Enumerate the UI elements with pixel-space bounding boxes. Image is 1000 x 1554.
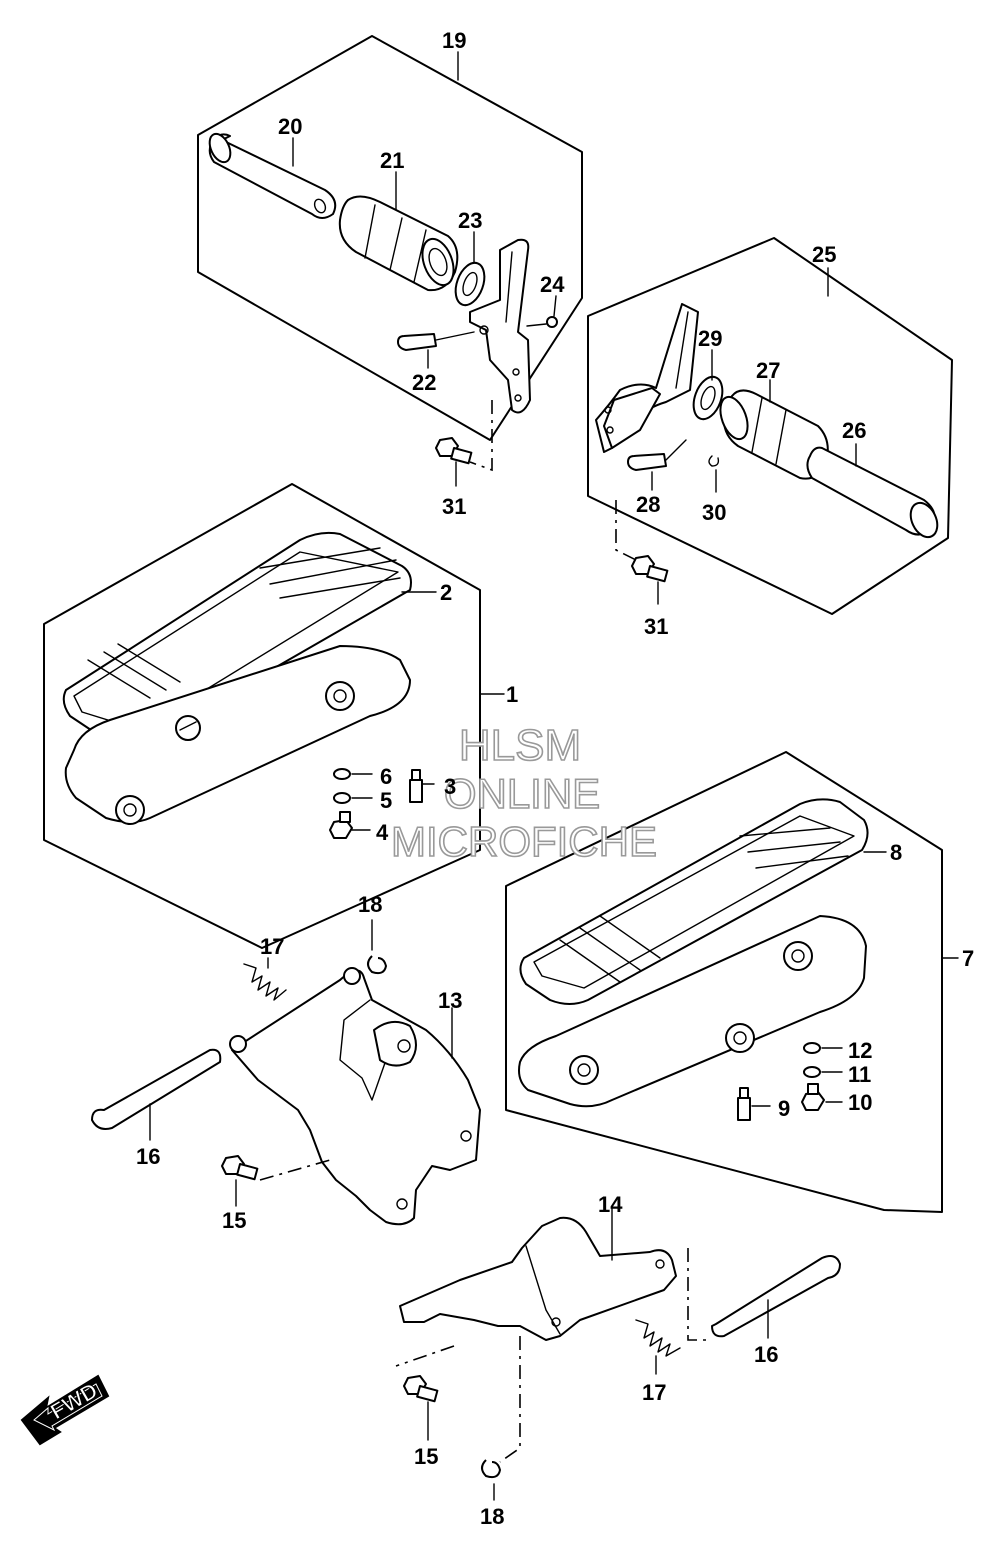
callout-18-lower: 18 (480, 1504, 504, 1529)
callout-15-lower: 15 (414, 1444, 438, 1469)
part-18-clip-upper (367, 919, 387, 975)
group-25-footpeg-assembly (587, 237, 953, 615)
callout-31-upper: 31 (442, 494, 466, 519)
fwd-arrow: FWD (20, 1374, 110, 1446)
floorboard-plate-right (518, 915, 867, 1108)
part-15-bolt-upper (221, 1155, 331, 1207)
callout-5: 5 (380, 788, 392, 813)
part-14-floorboard-bracket (399, 1205, 677, 1341)
callout-17-lower: 17 (642, 1380, 666, 1405)
callout-27: 27 (756, 358, 780, 383)
part-17-spring-lower (635, 1319, 681, 1375)
callout-24: 24 (540, 272, 565, 297)
callout-22: 22 (412, 370, 436, 395)
callout-4: 4 (376, 820, 389, 845)
callout-16-left: 16 (136, 1144, 160, 1169)
callout-19: 19 (442, 28, 466, 53)
part-6-washer (333, 768, 373, 780)
footpeg-bracket-right (595, 303, 699, 453)
callout-12: 12 (848, 1038, 872, 1063)
callout-29: 29 (698, 326, 722, 351)
watermark-line-1: HLSM (459, 721, 581, 770)
part-28-pin (627, 439, 687, 491)
callout-1: 1 (506, 682, 518, 707)
callout-20: 20 (278, 114, 302, 139)
part-11-washer (803, 1066, 843, 1078)
callout-28: 28 (636, 492, 660, 517)
floorboard-plate (64, 645, 411, 825)
part-8-floorboard-rubber (519, 798, 887, 1005)
part-31-bolt-right (615, 500, 669, 605)
part-24-clip (526, 295, 558, 328)
part-27-footpeg-rubber (719, 379, 829, 480)
part-17-spring-upper (243, 957, 287, 1001)
callout-17-upper: 17 (260, 934, 284, 959)
part-29-washer (692, 349, 724, 421)
callout-3: 3 (444, 774, 456, 799)
part-21-footpeg-rubber (338, 171, 459, 292)
callout-18-upper: 18 (358, 892, 382, 917)
callout-9: 9 (778, 1096, 790, 1121)
part-22-pin (397, 331, 475, 369)
part-13-floorboard-bracket (229, 967, 481, 1226)
part-9-bolt (737, 1087, 771, 1121)
part-23-washer (454, 231, 486, 307)
callout-6: 6 (380, 764, 392, 789)
part-2-floorboard-rubber (62, 531, 437, 748)
callout-25: 25 (812, 242, 836, 267)
part-10-bolt (801, 1083, 843, 1111)
callout-16-right: 16 (754, 1342, 778, 1367)
callout-labels: 19 20 21 23 24 22 31 25 29 27 26 28 30 3… (136, 28, 974, 1529)
footpeg-bracket (469, 238, 531, 414)
group-19-footpeg-assembly (197, 35, 583, 487)
callout-8: 8 (890, 840, 902, 865)
callout-11: 11 (848, 1062, 871, 1087)
part-4-bolt (329, 811, 371, 839)
callout-7: 7 (962, 946, 974, 971)
callout-13: 13 (438, 988, 462, 1013)
group-1-floorboard-assembly (43, 483, 505, 949)
part-12-washer (803, 1042, 843, 1054)
part-5-washer (333, 792, 373, 804)
callout-31-right: 31 (644, 614, 668, 639)
callout-23: 23 (458, 208, 482, 233)
group-7-floorboard-assembly (505, 751, 959, 1213)
callout-10: 10 (848, 1090, 872, 1115)
watermark: HLSM ONLINE MICROFICHE (390, 720, 658, 866)
callout-15-upper: 15 (222, 1208, 246, 1233)
callout-2: 2 (440, 580, 452, 605)
part-20-pin (208, 132, 337, 219)
part-18-clip-lower (481, 1336, 521, 1501)
callout-21: 21 (380, 148, 404, 173)
watermark-line-2: ONLINE (444, 770, 600, 817)
part-3-bolt (409, 769, 435, 803)
watermark-line-3: MICROFICHE (391, 818, 657, 865)
part-30-clip (708, 455, 720, 493)
part-26-pin (806, 443, 939, 539)
callout-26: 26 (842, 418, 866, 443)
part-15-bolt-lower (395, 1345, 455, 1441)
part-16-pin-right (687, 1248, 841, 1341)
part-31-bolt-upper-left (435, 400, 493, 487)
part-16-pin-left (91, 1048, 222, 1141)
callout-14: 14 (598, 1192, 623, 1217)
callout-30: 30 (702, 500, 726, 525)
